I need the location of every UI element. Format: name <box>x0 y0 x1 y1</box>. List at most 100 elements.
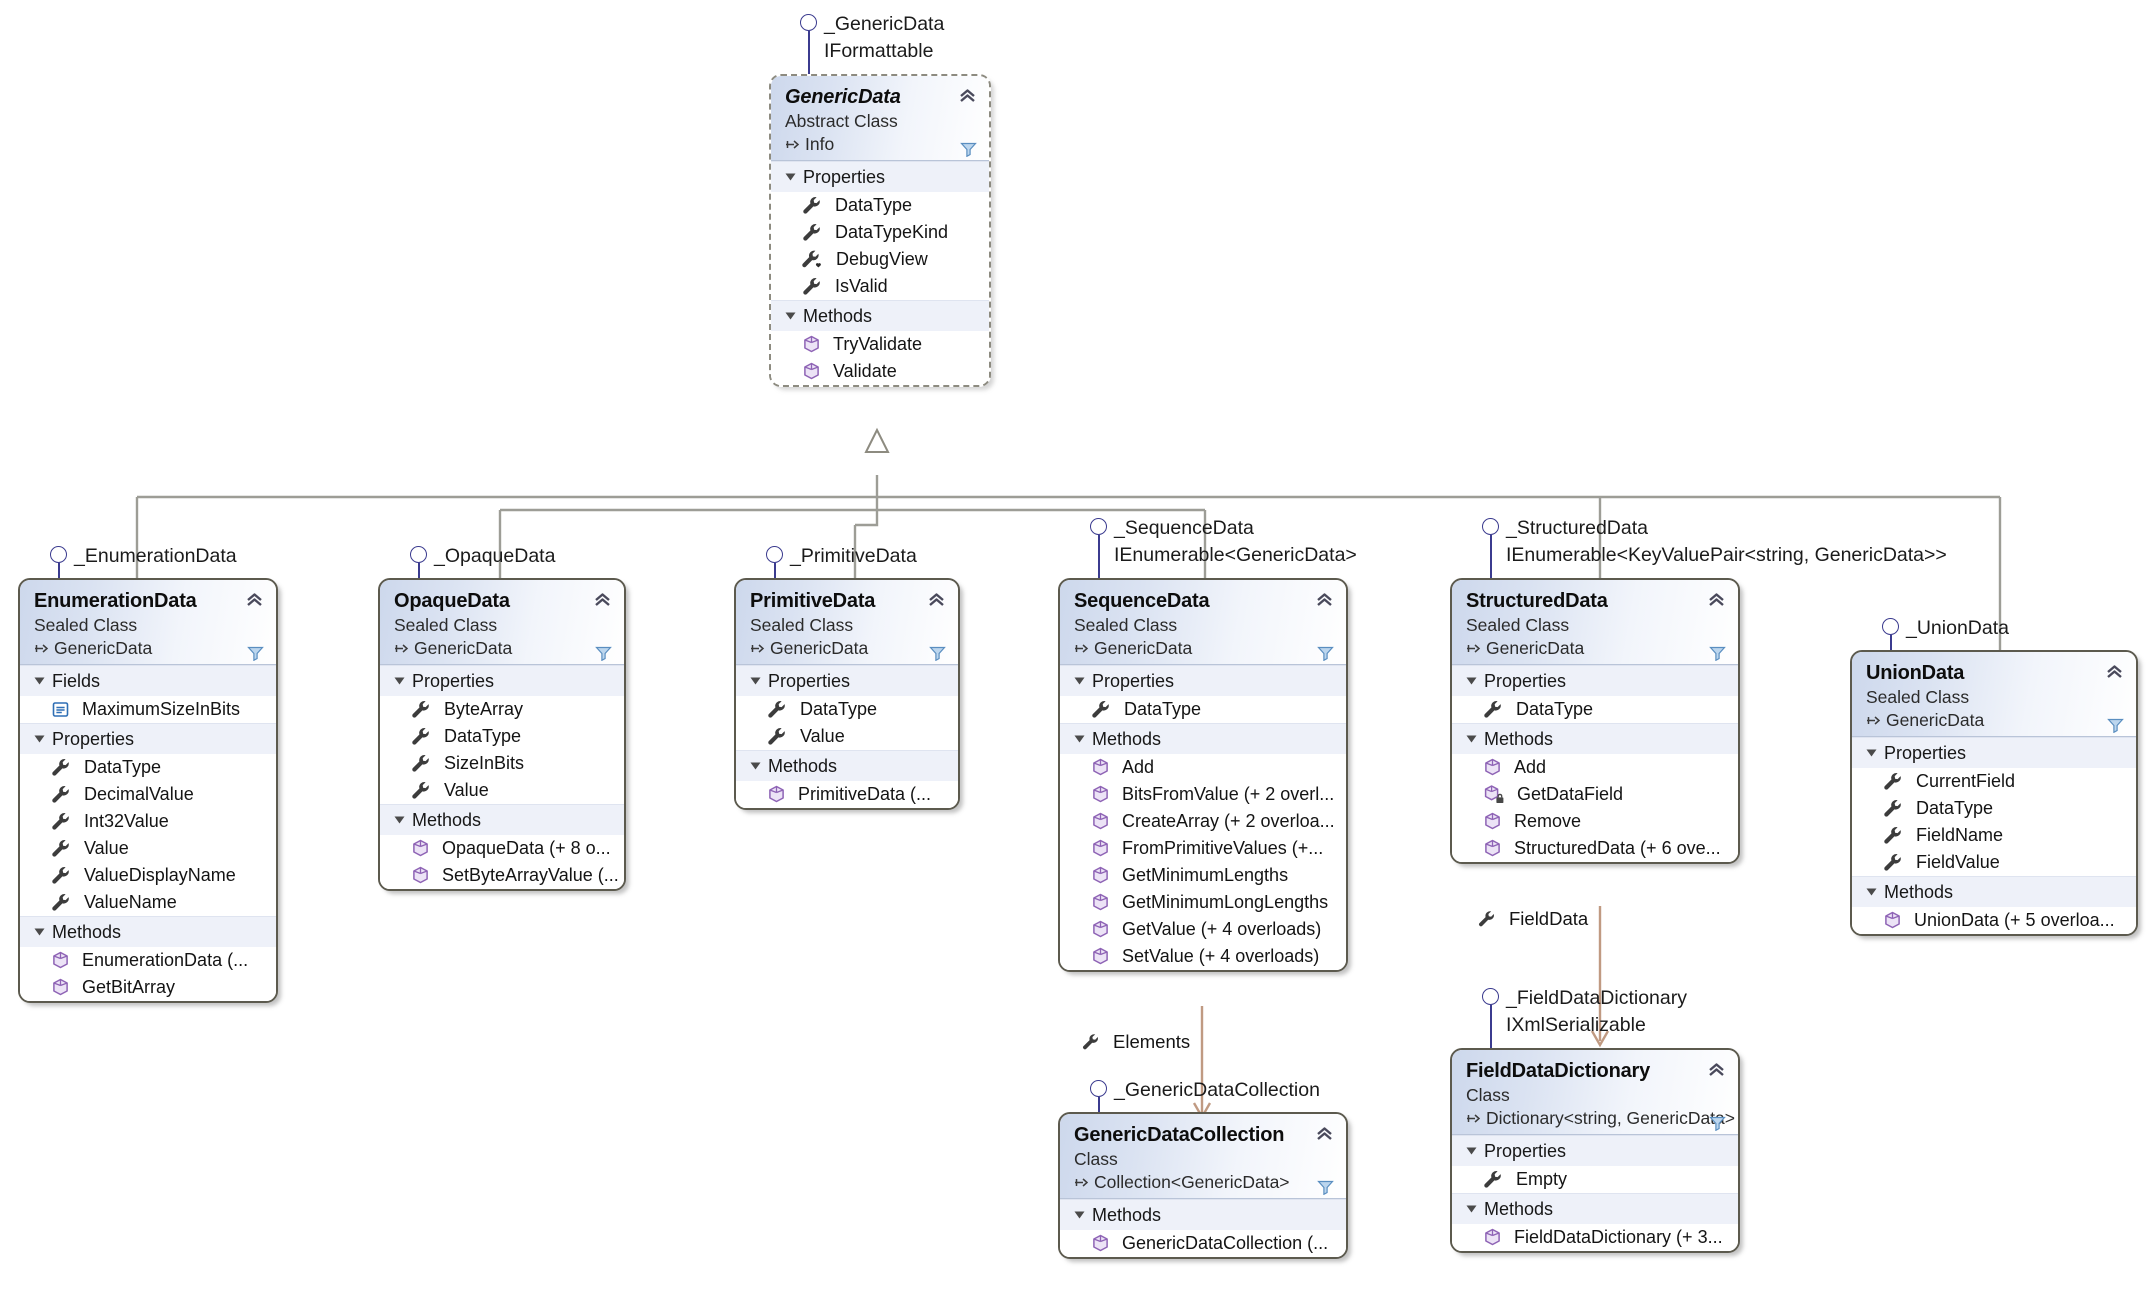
filter-icon[interactable] <box>1709 1115 1726 1131</box>
member-section-header[interactable]: Methods <box>20 916 276 947</box>
member-row[interactable]: SetByteArrayValue (... <box>380 862 624 889</box>
member-section-header[interactable]: Properties <box>771 161 989 192</box>
expand-triangle-icon[interactable] <box>394 677 405 685</box>
member-row[interactable]: FieldName <box>1852 822 2136 849</box>
member-row[interactable]: Value <box>380 777 624 804</box>
expand-triangle-icon[interactable] <box>1466 735 1477 743</box>
member-section-header[interactable]: Properties <box>736 665 958 696</box>
member-row[interactable]: GetMinimumLongLengths <box>1060 889 1346 916</box>
member-row[interactable]: GetBitArray <box>20 974 276 1001</box>
member-row[interactable]: StructuredData (+ 6 ove... <box>1452 835 1738 862</box>
class-box-enumerationdata[interactable]: EnumerationData Sealed Class GenericData… <box>18 578 278 1003</box>
member-section-header[interactable]: Methods <box>1452 1193 1738 1224</box>
collapse-chevron-icon[interactable] <box>593 591 612 608</box>
member-row[interactable]: DataType <box>20 754 276 781</box>
member-row[interactable]: DataType <box>380 723 624 750</box>
member-row[interactable]: ValueDisplayName <box>20 862 276 889</box>
expand-triangle-icon[interactable] <box>1466 1205 1477 1213</box>
member-row[interactable]: GetDataField <box>1452 781 1738 808</box>
member-section-header[interactable]: Properties <box>1452 665 1738 696</box>
member-row[interactable]: GetValue (+ 4 overloads) <box>1060 916 1346 943</box>
member-row[interactable]: Empty <box>1452 1166 1738 1193</box>
collapse-chevron-icon[interactable] <box>958 87 977 104</box>
member-row[interactable]: FieldValue <box>1852 849 2136 876</box>
collapse-chevron-icon[interactable] <box>1315 591 1334 608</box>
member-section-header[interactable]: Methods <box>1452 723 1738 754</box>
member-row[interactable]: DecimalValue <box>20 781 276 808</box>
expand-triangle-icon[interactable] <box>1466 677 1477 685</box>
collapse-chevron-icon[interactable] <box>1707 591 1726 608</box>
member-section-header[interactable]: Properties <box>1452 1135 1738 1166</box>
expand-triangle-icon[interactable] <box>785 312 796 320</box>
member-row[interactable]: DataType <box>771 192 989 219</box>
collapse-chevron-icon[interactable] <box>245 591 264 608</box>
member-row[interactable]: EnumerationData (... <box>20 947 276 974</box>
class-box-primitivedata[interactable]: PrimitiveData Sealed Class GenericData P… <box>734 578 960 810</box>
expand-triangle-icon[interactable] <box>750 677 761 685</box>
filter-icon[interactable] <box>595 645 612 661</box>
member-row[interactable]: IsValid <box>771 273 989 300</box>
member-row[interactable]: MaximumSizeInBits <box>20 696 276 723</box>
member-section-header[interactable]: Properties <box>20 723 276 754</box>
class-box-structureddata[interactable]: StructuredData Sealed Class GenericData … <box>1450 578 1740 864</box>
filter-icon[interactable] <box>1317 1179 1334 1195</box>
expand-triangle-icon[interactable] <box>34 735 45 743</box>
expand-triangle-icon[interactable] <box>1466 1147 1477 1155</box>
filter-icon[interactable] <box>960 141 977 157</box>
expand-triangle-icon[interactable] <box>1074 677 1085 685</box>
member-section-header[interactable]: Methods <box>380 804 624 835</box>
class-box-uniondata[interactable]: UnionData Sealed Class GenericData Prope… <box>1850 650 2138 936</box>
member-section-header[interactable]: Fields <box>20 665 276 696</box>
member-row[interactable]: Add <box>1452 754 1738 781</box>
member-row[interactable]: GenericDataCollection (... <box>1060 1230 1346 1257</box>
member-section-header[interactable]: Methods <box>1060 723 1346 754</box>
collapse-chevron-icon[interactable] <box>927 591 946 608</box>
member-row[interactable]: DataType <box>1852 795 2136 822</box>
expand-triangle-icon[interactable] <box>34 928 45 936</box>
member-row[interactable]: FieldDataDictionary (+ 3... <box>1452 1224 1738 1251</box>
filter-icon[interactable] <box>1317 645 1334 661</box>
member-section-header[interactable]: Methods <box>1852 876 2136 907</box>
member-row[interactable]: CreateArray (+ 2 overloa... <box>1060 808 1346 835</box>
filter-icon[interactable] <box>929 645 946 661</box>
member-row[interactable]: SizeInBits <box>380 750 624 777</box>
expand-triangle-icon[interactable] <box>785 173 796 181</box>
class-box-fielddatadictionary[interactable]: FieldDataDictionary Class Dictionary<str… <box>1450 1048 1740 1253</box>
class-box-genericdatacollection[interactable]: GenericDataCollection Class Collection<G… <box>1058 1112 1348 1259</box>
collapse-chevron-icon[interactable] <box>2105 663 2124 680</box>
expand-triangle-icon[interactable] <box>1866 888 1877 896</box>
member-section-header[interactable]: Methods <box>736 750 958 781</box>
member-section-header[interactable]: Properties <box>1852 737 2136 768</box>
member-row[interactable]: Value <box>736 723 958 750</box>
class-box-opaquedata[interactable]: OpaqueData Sealed Class GenericData Prop… <box>378 578 626 891</box>
class-box-sequencedata[interactable]: SequenceData Sealed Class GenericData Pr… <box>1058 578 1348 972</box>
collapse-chevron-icon[interactable] <box>1315 1125 1334 1142</box>
member-row[interactable]: Value <box>20 835 276 862</box>
member-row[interactable]: BitsFromValue (+ 2 overl... <box>1060 781 1346 808</box>
expand-triangle-icon[interactable] <box>34 677 45 685</box>
expand-triangle-icon[interactable] <box>1866 749 1877 757</box>
expand-triangle-icon[interactable] <box>1074 1211 1085 1219</box>
member-row[interactable]: UnionData (+ 5 overloa... <box>1852 907 2136 934</box>
member-row[interactable]: DataType <box>1452 696 1738 723</box>
member-row[interactable]: ByteArray <box>380 696 624 723</box>
member-row[interactable]: Validate <box>771 358 989 385</box>
filter-icon[interactable] <box>1709 645 1726 661</box>
member-row[interactable]: ValueName <box>20 889 276 916</box>
member-row[interactable]: OpaqueData (+ 8 o... <box>380 835 624 862</box>
member-section-header[interactable]: Methods <box>1060 1199 1346 1230</box>
collapse-chevron-icon[interactable] <box>1707 1061 1726 1078</box>
class-box-genericdata[interactable]: GenericData Abstract Class Info Properti… <box>769 74 991 387</box>
expand-triangle-icon[interactable] <box>1074 735 1085 743</box>
member-row[interactable]: DataType <box>1060 696 1346 723</box>
member-section-header[interactable]: Properties <box>380 665 624 696</box>
member-row[interactable]: SetValue (+ 4 overloads) <box>1060 943 1346 970</box>
member-section-header[interactable]: Methods <box>771 300 989 331</box>
expand-triangle-icon[interactable] <box>750 762 761 770</box>
expand-triangle-icon[interactable] <box>394 816 405 824</box>
member-row[interactable]: PrimitiveData (... <box>736 781 958 808</box>
member-row[interactable]: CurrentField <box>1852 768 2136 795</box>
member-row[interactable]: DataTypeKind <box>771 219 989 246</box>
filter-icon[interactable] <box>247 645 264 661</box>
member-row[interactable]: Remove <box>1452 808 1738 835</box>
